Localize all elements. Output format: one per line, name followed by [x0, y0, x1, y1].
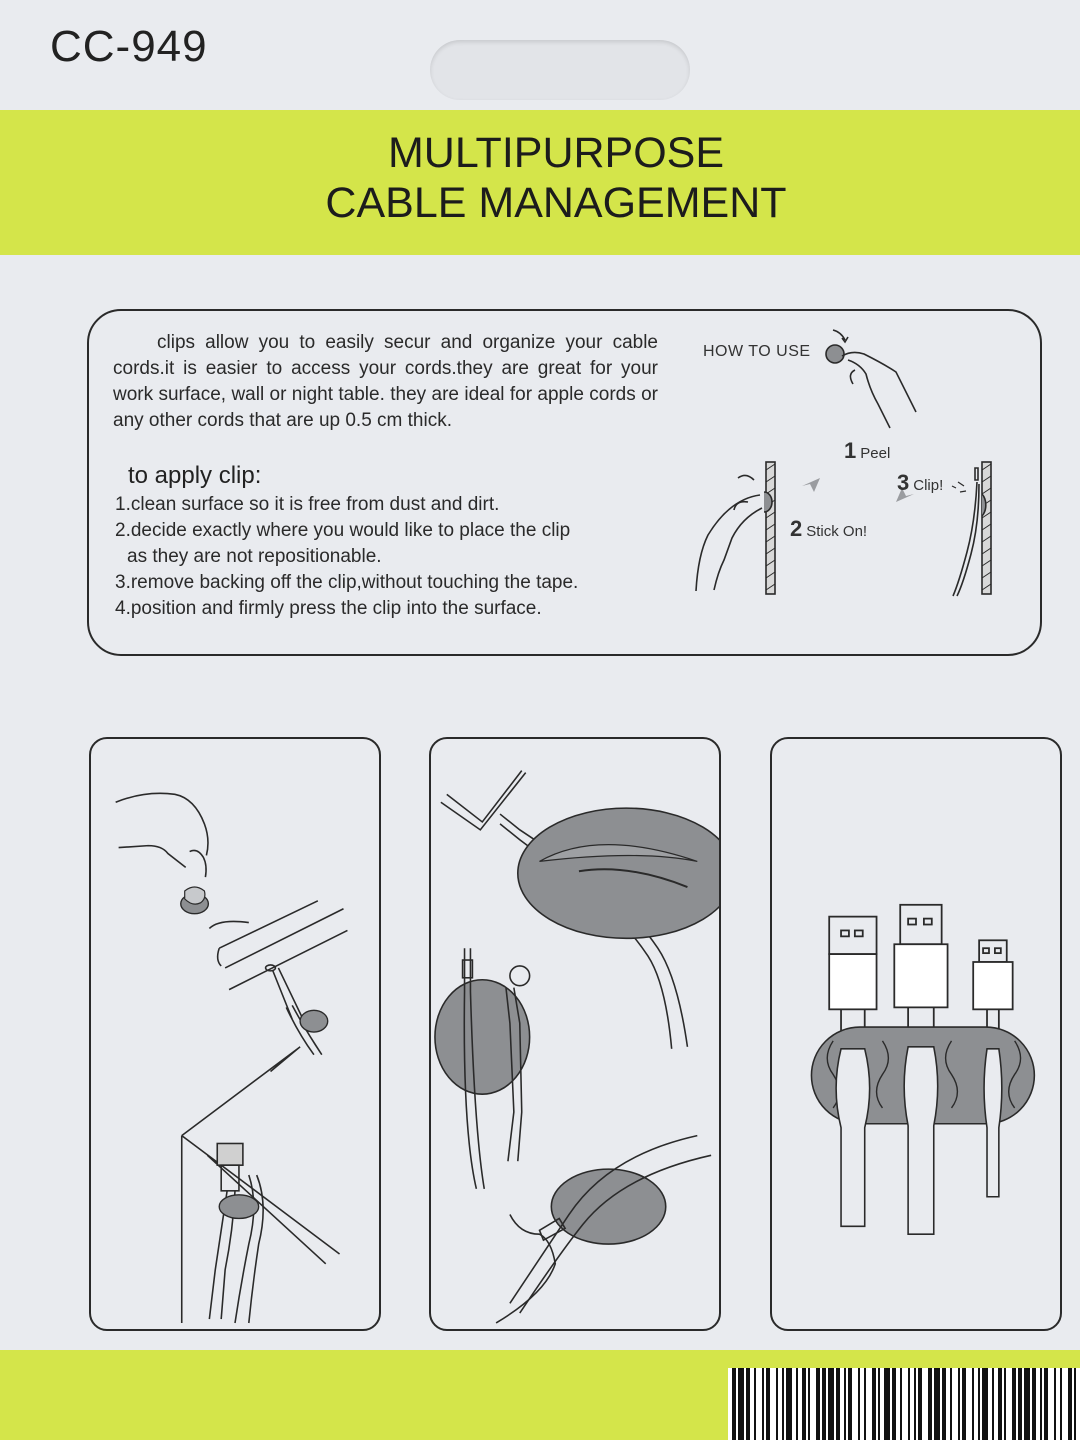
barcode-bar	[958, 1368, 960, 1440]
barcode-bar	[1074, 1368, 1076, 1440]
barcode-bar	[858, 1368, 860, 1440]
barcode-bar	[914, 1368, 916, 1440]
barcode-bar	[892, 1368, 896, 1440]
product-title: MULTIPURPOSE CABLE MANAGEMENT	[0, 128, 1080, 228]
barcode-bar	[828, 1368, 834, 1440]
title-line-1: MULTIPURPOSE	[387, 129, 725, 177]
barcode-bar	[972, 1368, 974, 1440]
barcode-bar	[942, 1368, 946, 1440]
barcode-bar	[808, 1368, 810, 1440]
barcode-bar	[1018, 1368, 1022, 1440]
intro-text: clips allow you to easily secur and orga…	[113, 332, 658, 431]
barcode-bar	[786, 1368, 792, 1440]
hang-hole	[430, 40, 690, 100]
barcode-bars	[732, 1368, 1076, 1440]
step-text: Clip!	[913, 477, 944, 494]
barcode-bar	[1044, 1368, 1048, 1440]
barcode-bar	[872, 1368, 876, 1440]
top-color-band	[0, 110, 1080, 255]
barcode-bar	[978, 1368, 980, 1440]
how-to-use-label: HOW TO USE	[703, 343, 811, 360]
barcode-bar	[1032, 1368, 1036, 1440]
model-number: CC-949	[50, 22, 208, 71]
barcode-bar	[754, 1368, 756, 1440]
barcode-bar	[864, 1368, 866, 1440]
step-number: 2	[790, 516, 803, 541]
apply-step: 1.clean surface so it is free from dust …	[115, 494, 500, 515]
barcode-bar	[822, 1368, 826, 1440]
barcode-bar	[1060, 1368, 1062, 1440]
illustration-panel-cables	[429, 737, 721, 1331]
barcode-bar	[934, 1368, 940, 1440]
barcode-bar	[782, 1368, 784, 1440]
barcode-bar	[878, 1368, 880, 1440]
barcode-bar	[918, 1368, 922, 1440]
barcode-bar	[732, 1368, 736, 1440]
barcode-bar	[816, 1368, 820, 1440]
barcode-bar	[848, 1368, 852, 1440]
apply-step: 4.position and firmly press the clip int…	[115, 598, 542, 619]
how-to-use-illustration	[695, 329, 992, 597]
barcode-bar	[1012, 1368, 1016, 1440]
barcode-bar	[982, 1368, 988, 1440]
barcode-bar	[962, 1368, 966, 1440]
barcode-bar	[1024, 1368, 1030, 1440]
barcode-bar	[776, 1368, 778, 1440]
barcode-bar	[802, 1368, 806, 1440]
barcode-bar	[746, 1368, 750, 1440]
apply-step: as they are not repositionable.	[127, 546, 382, 567]
barcode-bar	[992, 1368, 994, 1440]
illustration-panel-usb	[770, 737, 1062, 1331]
apply-step: 3.remove backing off the clip,without to…	[115, 572, 579, 593]
barcode-bar	[1054, 1368, 1056, 1440]
apply-step: 2.decide exactly where you would like to…	[115, 520, 571, 541]
barcode-bar	[1004, 1368, 1006, 1440]
apply-heading: to apply clip:	[128, 462, 262, 489]
barcode	[728, 1368, 1080, 1440]
instructions-box	[87, 309, 1042, 656]
barcode-bar	[762, 1368, 764, 1440]
usb-clip-illustration	[810, 903, 1036, 1236]
barcode-bar	[900, 1368, 902, 1440]
desk-clip-illustration	[115, 792, 348, 1324]
barcode-bar	[738, 1368, 744, 1440]
barcode-bar	[1068, 1368, 1072, 1440]
step-number: 1	[844, 438, 857, 463]
barcode-bar	[950, 1368, 952, 1440]
step-text: Stick On!	[806, 523, 868, 540]
barcode-bar	[844, 1368, 846, 1440]
barcode-bar	[1040, 1368, 1042, 1440]
title-line-2: CABLE MANAGEMENT	[325, 179, 787, 227]
barcode-bar	[836, 1368, 840, 1440]
illustration-panel-desk	[89, 737, 381, 1331]
barcode-bar	[928, 1368, 932, 1440]
barcode-bar	[766, 1368, 770, 1440]
step-number: 3	[897, 470, 910, 495]
step-text: Peel	[860, 445, 891, 462]
barcode-bar	[908, 1368, 910, 1440]
barcode-bar	[998, 1368, 1002, 1440]
barcode-bar	[884, 1368, 890, 1440]
barcode-bar	[796, 1368, 798, 1440]
cable-clip-illustration	[434, 770, 719, 1324]
apply-steps: 1.clean surface so it is free from dust …	[115, 492, 660, 622]
